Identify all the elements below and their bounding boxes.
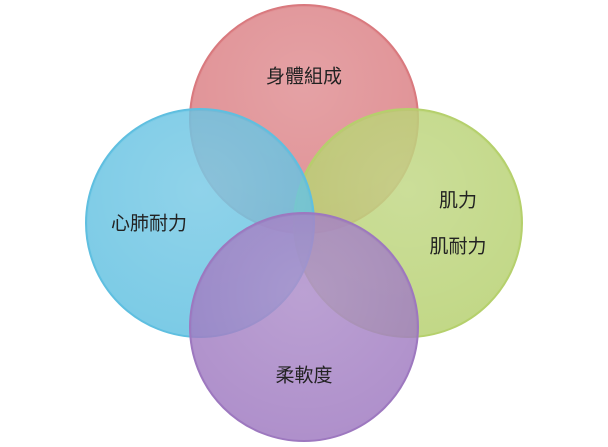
label-cardio-endurance: 心肺耐力 xyxy=(110,212,188,235)
circle-highlight-bottom xyxy=(192,215,416,439)
label-muscular-strength: 肌力 xyxy=(438,189,478,212)
label-body-composition: 身體組成 xyxy=(265,65,343,88)
label-flexibility: 柔軟度 xyxy=(275,364,333,387)
label-muscular-endurance: 肌耐力 xyxy=(429,235,487,258)
